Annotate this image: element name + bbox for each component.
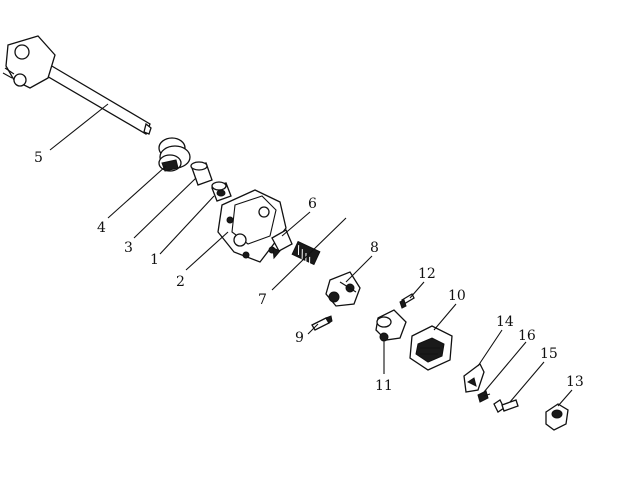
callout-labels: 5 4 3 1 2 6 7 8 9 12 10 11 14 16 15 13 — [34, 150, 584, 394]
callout-16: 16 — [518, 328, 536, 344]
callout-8: 8 — [370, 240, 379, 256]
part-16-small-bolt — [477, 390, 491, 403]
callout-9: 9 — [295, 330, 304, 346]
part-15-cap-screw — [493, 399, 519, 413]
callout-10: 10 — [448, 288, 466, 304]
part-6-plunger — [271, 229, 293, 260]
callout-14: 14 — [496, 314, 514, 330]
callout-1: 1 — [150, 252, 159, 268]
part-13-nut — [545, 403, 569, 431]
part-7-spring — [291, 240, 321, 267]
callout-13: 13 — [566, 374, 584, 390]
callout-6: 6 — [308, 196, 317, 212]
part-11-lever-block — [375, 309, 407, 342]
callout-2: 2 — [176, 274, 185, 290]
part-1-bushing — [211, 181, 232, 202]
part-10-guide-block — [409, 325, 453, 371]
callout-4: 4 — [97, 220, 106, 236]
part-14-lock-plate — [463, 363, 485, 393]
part-2-housing — [217, 189, 287, 263]
callout-5: 5 — [34, 150, 43, 166]
part-4-boot — [158, 137, 191, 172]
leader-lines — [49, 103, 573, 407]
callout-15: 15 — [540, 346, 558, 362]
part-8-shift-finger — [325, 271, 361, 307]
callout-3: 3 — [124, 240, 133, 256]
callout-12: 12 — [418, 266, 436, 282]
callout-11: 11 — [375, 378, 393, 394]
callout-7: 7 — [258, 292, 267, 308]
part-5-shift-rod — [2, 35, 152, 135]
part-3-bushing — [190, 161, 213, 186]
part-9-pin — [311, 315, 333, 331]
